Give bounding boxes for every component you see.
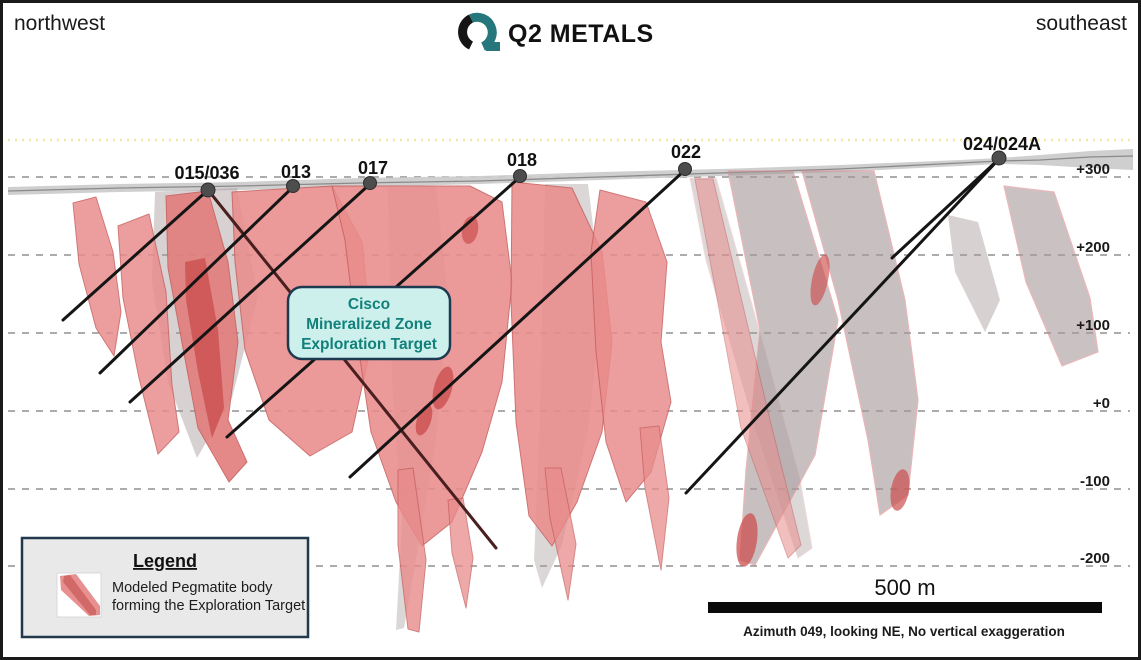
drillhole-label-017: 017	[358, 158, 388, 178]
drill-trace-024a	[684, 157, 1001, 495]
drill-trace-022	[348, 168, 687, 479]
collar-015-036	[200, 182, 216, 198]
pegmatite-tail	[397, 467, 427, 633]
cisco-annotation: Cisco Mineralized Zone Exploration Targe…	[286, 285, 452, 361]
elevation-label-neg100: -100	[1080, 473, 1110, 490]
pegmatite-dark-accents	[185, 216, 910, 567]
pegmatite-tail	[447, 497, 474, 609]
direction-label-northwest: northwest	[14, 12, 105, 35]
pegmatite-bodies	[72, 178, 802, 633]
legend-item-line1: Modeled Pegmatite body	[112, 580, 273, 596]
pegmatite-tail	[694, 178, 802, 559]
pegmatite-body	[117, 213, 180, 455]
drill-trace-015	[61, 188, 210, 322]
collar-018	[513, 169, 527, 183]
drillhole-label-018: 018	[507, 150, 537, 170]
direction-label-southeast: southeast	[1036, 12, 1127, 35]
drillhole-label-024-024a: 024/024A	[963, 134, 1041, 154]
shadow-body	[948, 215, 1000, 332]
drill-trace-024	[890, 157, 1001, 260]
scale-bar-rule	[708, 602, 1102, 613]
cisco-annotation-line1: Cisco	[348, 296, 390, 313]
legend-swatch-stripe	[63, 575, 96, 615]
elevation-label-200: +200	[1076, 239, 1110, 256]
legend: Legend Modeled Pegmatite body forming th…	[20, 536, 310, 639]
legend-item-line2: forming the Exploration Target	[112, 598, 305, 614]
collar-024-024a	[991, 150, 1007, 166]
scale-bar: 500 m Azimuth 049, looking NE, No vertic…	[708, 575, 1102, 639]
drillhole-label-022: 022	[671, 142, 701, 162]
drill-trace-036	[206, 188, 498, 550]
q-icon-tail	[486, 42, 500, 51]
pegmatite-body	[72, 196, 122, 357]
q-icon-black-arc	[458, 14, 474, 50]
pegmatite-tail	[544, 467, 577, 601]
legend-title: Legend	[133, 551, 197, 571]
pegmatite-accent	[185, 258, 224, 438]
cisco-annotation-line2: Mineralized Zone	[306, 316, 432, 333]
q2-metals-logo-text: Q2 METALS	[508, 20, 654, 48]
drill-trace-017	[128, 182, 372, 404]
collar-013	[286, 179, 300, 193]
q2-metals-logo: Q2 METALS	[458, 12, 654, 51]
drillhole-label-015-036: 015/036	[174, 163, 239, 183]
scale-bar-caption: Azimuth 049, looking NE, No vertical exa…	[743, 624, 1065, 639]
pegmatite-accent	[810, 254, 830, 306]
collar-022	[678, 162, 692, 176]
cisco-annotation-line3: Exploration Target	[301, 336, 437, 353]
elevation-label-neg200: -200	[1080, 550, 1110, 567]
elevation-label-100: +100	[1076, 317, 1110, 334]
scale-bar-label: 500 m	[874, 575, 935, 600]
elevation-label-300: +300	[1076, 161, 1110, 178]
pegmatite-accent	[432, 366, 454, 410]
shadow-body	[1003, 185, 1099, 367]
pegmatite-swatch-icon	[56, 572, 102, 618]
topography-line	[7, 155, 1134, 192]
pegmatite-body	[510, 181, 613, 547]
drillhole-label-013: 013	[281, 162, 311, 182]
pegmatite-accent	[736, 513, 758, 567]
collar-017	[363, 176, 377, 190]
elevation-label-0: +0	[1093, 395, 1110, 412]
q2-metals-q-icon	[458, 12, 500, 51]
drill-trace-013	[98, 185, 295, 375]
drillhole-collars	[200, 150, 1007, 198]
pegmatite-tail	[639, 425, 670, 571]
pegmatite-accent	[890, 469, 910, 511]
cisco-annotation-box	[286, 285, 452, 361]
